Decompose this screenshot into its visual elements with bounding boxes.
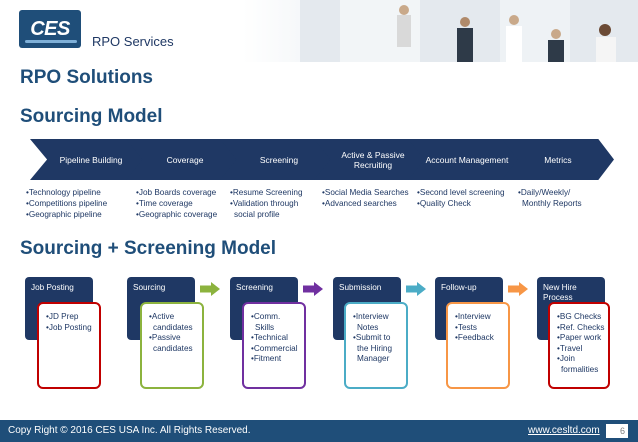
active-passive-recruiting-list: •Social Media Searches •Advanced searche… [322,187,409,209]
chevron-screening: Screening [220,139,338,180]
arrow-right-icon [406,282,426,296]
page-number: 6 [606,424,628,438]
pipeline-building-list: •Technology pipeline •Competitions pipel… [26,187,107,220]
arrow-right-icon [508,282,528,296]
arrow-right-icon [200,282,220,296]
list-item: social profile [234,210,280,219]
step-title: Submission [339,283,382,292]
list-item: •Commercial [251,343,298,353]
list-item: •Geographic coverage [136,210,218,219]
step-details-job-posting: •JD Prep •Job Posting [37,302,101,389]
account-management-list: •Second level screening •Quality Check [417,187,505,209]
chevron-coverage: Coverage [126,139,244,180]
chevron-account-management: Account Management [408,139,526,180]
list-item: •Second level screening [417,188,505,197]
list-item: Skills [255,322,275,332]
list-item: •Job Boards coverage [136,188,217,197]
list-item: Monthly Reports [522,199,582,208]
step-details-sourcing: •Active candidates •Passive candidates [140,302,204,389]
coverage-list: •Job Boards coverage •Time coverage •Geo… [136,187,217,220]
list-item: •Job Posting [46,322,92,332]
chevron-metrics: Metrics [502,139,614,180]
slide-header: CES RPO Services [0,0,638,62]
list-item: •Fitment [251,354,282,363]
list-item: formalities [561,364,599,374]
list-item: •BG Checks [557,312,602,321]
list-item: •Ref. Checks [557,322,605,332]
step-title: Follow-up [441,283,477,292]
step-details-submission: •Interview Notes •Submit to the Hiring M… [344,302,408,389]
list-item: •Active [149,312,175,321]
logo-text: CES [30,17,70,40]
list-item: •Comm. [251,312,281,321]
list-item: •Technical [251,333,288,342]
ces-logo: CES [19,10,81,48]
list-item: •Resume Screening [230,188,303,197]
list-item: •Competitions pipeline [26,199,108,208]
header-title: RPO Services [92,34,174,49]
list-item: •Interview [353,312,389,321]
list-item: •Paper work [557,333,602,342]
list-item: •Technology pipeline [26,188,101,197]
chevron-active-passive-recruiting: Active & Passive Recruiting [314,139,432,180]
list-item: •Tests [455,322,477,332]
list-item: •Validation through [230,199,299,208]
step-details-new-hire-process: •BG Checks •Ref. Checks •Paper work •Tra… [548,302,610,389]
sourcing-model-heading: Sourcing Model [20,106,163,127]
list-item: •JD Prep [46,312,79,321]
arrow-right-icon [303,282,323,296]
list-item: •Time coverage [136,199,193,208]
list-item: candidates [153,322,193,332]
list-item: •Submit to [353,333,391,342]
list-item: •Daily/Weekly/ [518,188,571,197]
logo-swoosh [25,40,77,43]
metrics-list: •Daily/Weekly/ Monthly Reports [518,187,582,209]
list-item: the Hiring [357,343,393,353]
list-item: •Geographic pipeline [26,210,102,219]
list-item: •Passive [149,333,181,342]
list-item: Notes [357,322,379,332]
list-item: •Travel [557,343,583,353]
business-meeting-photo [300,0,638,62]
header-photo [300,0,638,62]
list-item: •Interview [455,312,491,321]
step-details-follow-up: •Interview •Tests •Feedback [446,302,510,389]
list-item: •Advanced searches [322,199,397,208]
step-title: Job Posting [31,283,74,292]
step-details-screening: •Comm. Skills •Technical •Commercial •Fi… [242,302,306,389]
page-title: RPO Solutions [20,67,153,88]
step-title: Screening [236,283,273,292]
list-item: •Join [557,354,575,363]
list-item: •Social Media Searches [322,188,409,197]
website-link[interactable]: www.cesltd.com [528,425,600,436]
sourcing-screening-heading: Sourcing + Screening Model [20,238,277,259]
list-item: Manager [357,354,390,363]
list-item: •Feedback [455,333,494,342]
list-item: candidates [153,343,193,353]
screening-list: •Resume Screening •Validation through so… [230,187,303,220]
step-title: New Hire Process [543,283,577,302]
slide-footer: Copy Right © 2016 CES USA Inc. All Right… [0,420,638,442]
list-item: •Quality Check [417,199,471,208]
step-title: Sourcing [133,283,166,292]
copyright-text: Copy Right © 2016 CES USA Inc. All Right… [8,425,251,436]
